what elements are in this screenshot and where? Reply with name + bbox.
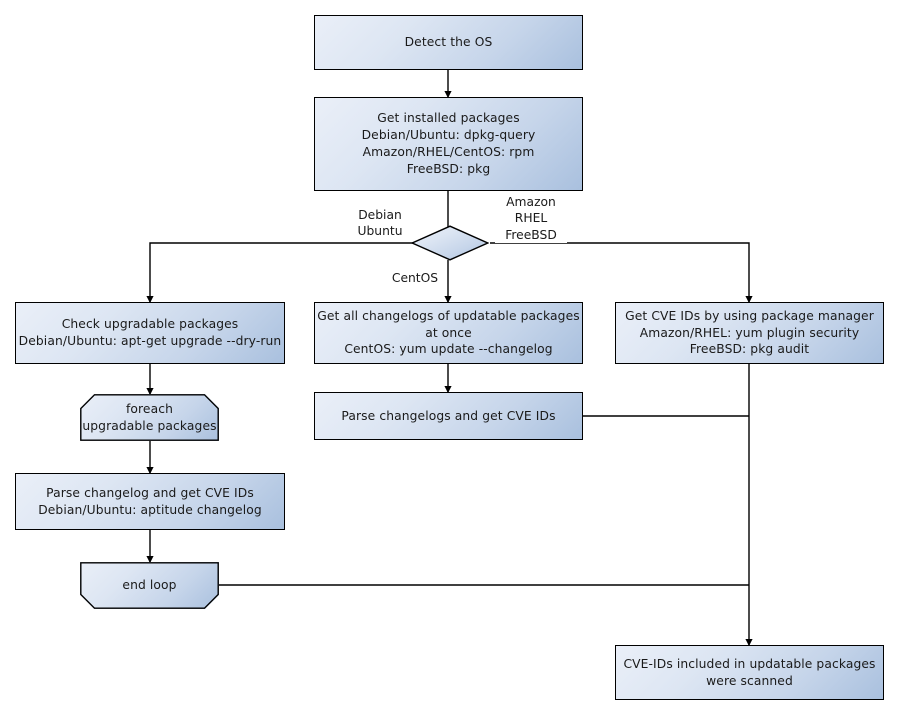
loop-end-shape	[80, 562, 219, 609]
node-get-installed-packages[interactable]: Get installed packages Debian/Ubuntu: dp…	[314, 97, 583, 191]
edge-label-debian-ubuntu: Debian Ubuntu	[349, 207, 411, 240]
node-os-decision[interactable]	[410, 225, 490, 261]
node-get-all-changelogs-label: Get all changelogs of updatable packages…	[317, 308, 580, 357]
node-check-upgradable-packages-label: Check upgradable packages Debian/Ubuntu:…	[18, 317, 282, 348]
node-parse-changelogs-cve[interactable]: Parse changelogs and get CVE IDs	[314, 392, 583, 440]
node-parse-changelogs-cve-label: Parse changelogs and get CVE IDs	[341, 408, 556, 423]
node-parse-changelog[interactable]: Parse changelog and get CVE IDs Debian/U…	[15, 473, 285, 530]
edge-label-amazon-rhel-freebsd: Amazon RHEL FreeBSD	[495, 194, 567, 244]
node-detect-os[interactable]: Detect the OS	[314, 15, 583, 70]
edge-decision-debian	[146, 242, 413, 304]
node-foreach-upgradable-packages[interactable]: foreach upgradable packages	[80, 394, 219, 441]
node-detect-os-label: Detect the OS	[404, 35, 493, 50]
node-get-all-changelogs[interactable]: Get all changelogs of updatable packages…	[314, 302, 583, 364]
node-get-cve-ids-package-manager[interactable]: Get CVE IDs by using package manager Ama…	[615, 302, 884, 364]
edge-label-centos: CentOS	[388, 270, 442, 287]
loop-end-outline-icon	[80, 562, 219, 609]
loop-start-outline-icon	[80, 394, 219, 441]
node-scanned-result[interactable]: CVE-IDs included in updatable packages w…	[615, 645, 884, 700]
node-scanned-result-label: CVE-IDs included in updatable packages w…	[623, 656, 876, 688]
node-end-loop[interactable]: end loop	[80, 562, 219, 609]
node-get-installed-packages-label: Get installed packages Debian/Ubuntu: dp…	[361, 111, 536, 176]
node-parse-changelog-label: Parse changelog and get CVE IDs Debian/U…	[38, 485, 262, 517]
decision-diamond-icon	[410, 225, 490, 261]
edge-decision-amazon	[490, 242, 753, 304]
node-foreach-upgradable-packages-label: foreach upgradable packages	[82, 401, 217, 433]
node-end-loop-label: end loop	[122, 578, 177, 593]
node-check-upgradable-packages[interactable]: Check upgradable packages Debian/Ubuntu:…	[15, 302, 285, 364]
loop-start-shape	[80, 394, 219, 441]
node-get-cve-ids-package-manager-label: Get CVE IDs by using package manager Ama…	[625, 308, 874, 357]
